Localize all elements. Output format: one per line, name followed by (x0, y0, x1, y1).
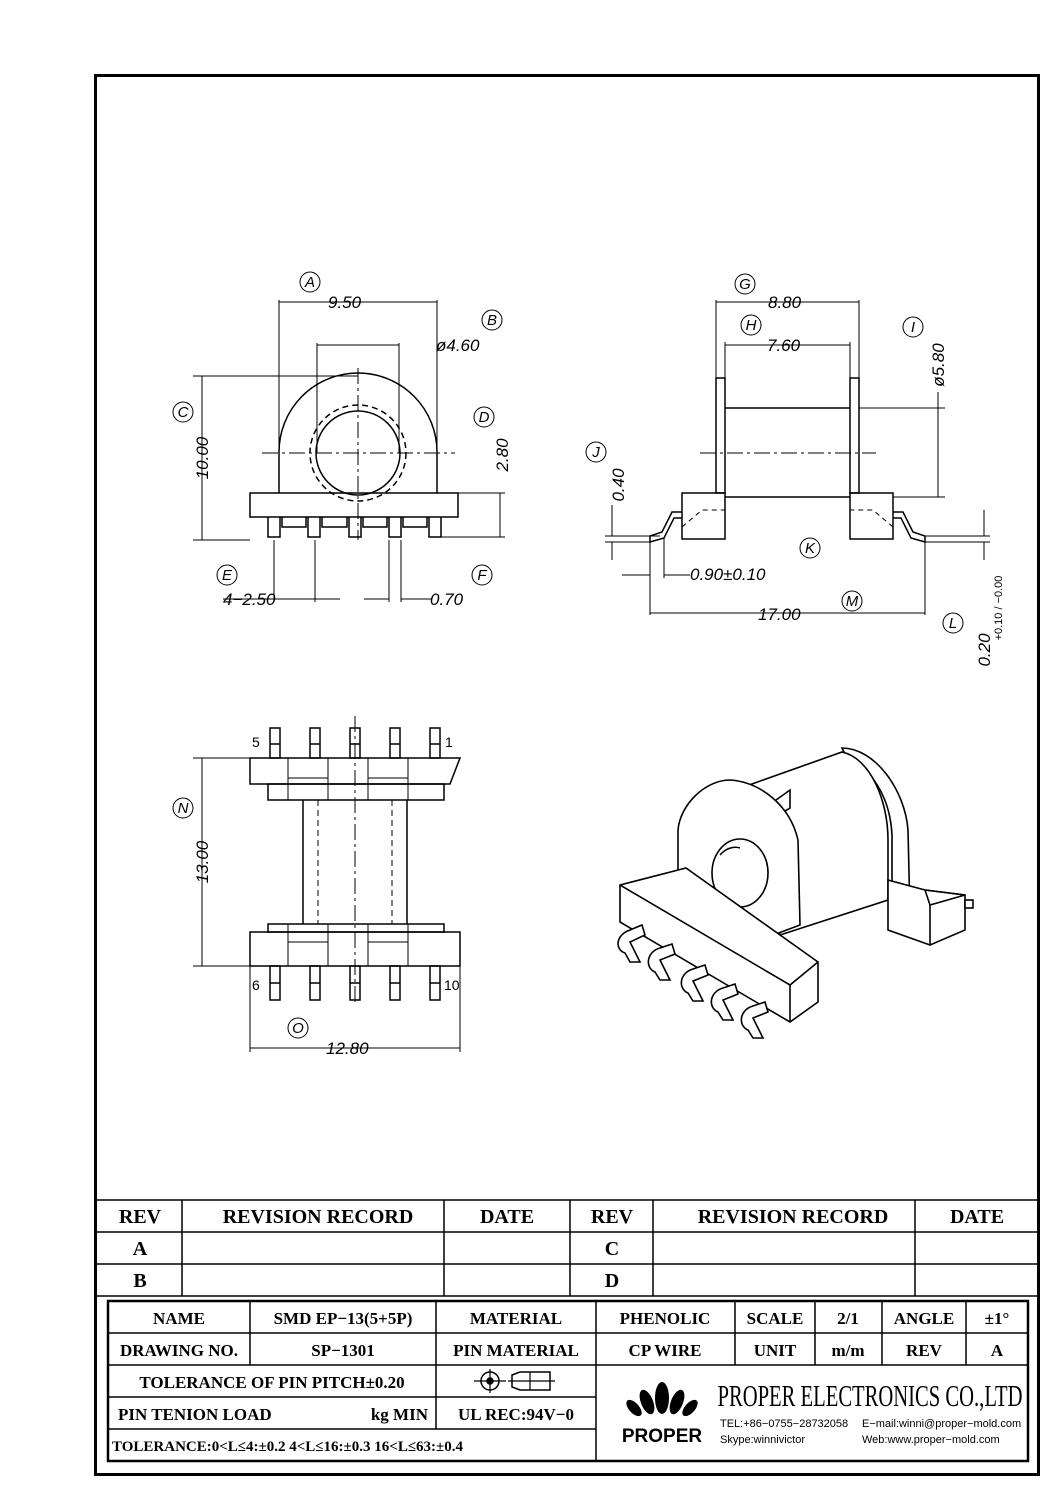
date-header-left: DATE (480, 1206, 534, 1228)
pin-tension-label: PIN TENION LOAD (118, 1405, 272, 1424)
dim-C: 10.00 (193, 436, 212, 479)
dim-H: 7.60 (767, 336, 801, 355)
angle-label: ANGLE (894, 1309, 954, 1328)
scale-value: 2/1 (837, 1309, 859, 1328)
front-view (172, 271, 505, 602)
dim-E: 4−2.50 (223, 590, 276, 609)
label-I: I (911, 319, 915, 336)
bottom-pins-top (269, 727, 441, 800)
drawing-no-label: DRAWING NO. (120, 1341, 238, 1360)
bottom-pins-bottom (269, 924, 441, 1001)
dim-K: 0.90±0.10 (690, 565, 766, 584)
ul-rating: UL REC:94V−0 (458, 1405, 574, 1424)
dim-M: 17.00 (758, 605, 801, 624)
tel: TEL:+86−0755−28732058 (720, 1418, 848, 1430)
revision-record-header-right: REVISION RECORD (698, 1206, 889, 1228)
isometric-view (617, 747, 974, 1039)
company-name: PROPER ELECTRONICS CO.,LTD (718, 1378, 1023, 1413)
dim-O: 12.80 (326, 1039, 369, 1058)
material-label: MATERIAL (470, 1309, 562, 1328)
date-header-right: DATE (950, 1206, 1004, 1228)
dim-G: 8.80 (768, 293, 802, 312)
tolerance-pitch: TOLERANCE OF PIN PITCH±0.20 (139, 1373, 404, 1392)
label-H: H (746, 317, 757, 334)
name-label: NAME (153, 1309, 205, 1328)
pin-label-10: 10 (444, 977, 460, 993)
pin-label-5: 5 (252, 734, 260, 750)
drawing-no-value: SP−1301 (311, 1341, 375, 1360)
rev-header-right: REV (591, 1206, 634, 1228)
proper-logo-icon (626, 1382, 698, 1417)
label-O: O (292, 1020, 304, 1037)
front-pins (267, 517, 442, 538)
unit-value: m/m (831, 1341, 864, 1360)
dim-I: ø5.80 (929, 343, 948, 387)
label-C: C (178, 404, 189, 421)
tolerance-general: TOLERANCE:0<L≤4:±0.2 4<L≤16:±0.3 16<L≤63… (112, 1439, 464, 1455)
side-view (585, 273, 990, 634)
label-D: D (479, 409, 490, 426)
revision-record-header-left: REVISION RECORD (223, 1206, 414, 1228)
rev-header-left: REV (119, 1206, 162, 1228)
dim-N: 13.00 (193, 840, 212, 883)
dim-J: 0.40 (609, 468, 628, 502)
pin-material-label: PIN MATERIAL (453, 1341, 579, 1360)
drawing-frame (94, 74, 1040, 1476)
pin-label-6: 6 (252, 977, 260, 993)
dim-A: 9.50 (328, 293, 362, 312)
pin-material-value: CP WIRE (629, 1341, 702, 1360)
pin-label-1: 1 (445, 734, 453, 750)
dim-D: 2.80 (493, 438, 512, 473)
label-M: M (846, 593, 859, 610)
rev-row-a: A (133, 1238, 148, 1260)
dim-L: 0.20 (975, 633, 994, 667)
rev-label: REV (906, 1341, 943, 1360)
email: E−mail:winni@proper−mold.com (862, 1418, 1021, 1430)
rev-row-b: B (133, 1270, 146, 1292)
dim-L-tolerance: +0.10 / −0.00 (993, 576, 1005, 641)
name-value: SMD EP−13(5+5P) (274, 1309, 413, 1328)
unit-label: UNIT (754, 1341, 797, 1360)
label-F: F (477, 567, 487, 584)
label-G: G (739, 276, 751, 293)
bottom-view (172, 716, 462, 1052)
pin-tension-unit: kg MIN (371, 1405, 429, 1424)
label-E: E (222, 567, 233, 584)
logo-text: PROPER (622, 1426, 703, 1447)
label-A: A (304, 274, 315, 291)
label-L: L (949, 615, 957, 632)
dim-F: 0.70 (430, 590, 464, 609)
rev-row-d: D (605, 1270, 619, 1292)
web: Web:www.proper−mold.com (862, 1434, 1000, 1446)
rev-row-c: C (605, 1238, 619, 1260)
label-N: N (178, 800, 189, 817)
label-J: J (591, 444, 600, 461)
scale-label: SCALE (747, 1309, 804, 1328)
table-grid (97, 1199, 1038, 1463)
label-B: B (487, 312, 497, 329)
angle-value: ±1° (985, 1309, 1010, 1328)
label-K: K (805, 540, 816, 557)
skype: Skype:winnivictor (720, 1434, 805, 1446)
material-value: PHENOLIC (620, 1309, 711, 1328)
dim-B: ø4.60 (436, 336, 480, 355)
rev-value: A (991, 1341, 1004, 1360)
